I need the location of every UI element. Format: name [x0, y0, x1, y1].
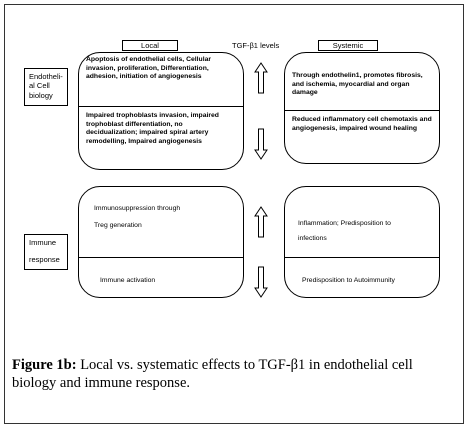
- tgf-levels-header: TGF-β1 levels: [232, 41, 280, 50]
- sys-endo-bottom-text: Reduced inflammatory cell chemotaxis and…: [292, 116, 432, 132]
- sys-imm-top-text-2: infections: [298, 235, 327, 242]
- systemic-endothelial-box: [284, 52, 440, 164]
- caption-label: Figure 1b:: [12, 357, 77, 373]
- up-arrow-icon: [254, 206, 268, 238]
- row-label-endothelial: Endotheli-al Cell biology: [24, 68, 68, 106]
- divider: [285, 110, 439, 111]
- local-endothelial-box: [78, 52, 244, 170]
- sys-imm-top-text-1: Inflammation; Predisposition to: [298, 220, 391, 227]
- local-imm-top-text-2: Treg generation: [94, 222, 142, 229]
- systemic-immune-box: [284, 186, 440, 298]
- divider: [79, 257, 243, 258]
- down-arrow-icon: [254, 266, 268, 298]
- immune-line1: Immune: [29, 238, 57, 247]
- local-immune-box: [78, 186, 244, 298]
- figure-caption: Figure 1b: Local vs. systematic effects …: [12, 356, 458, 392]
- sys-imm-bottom-text: Predisposition to Autoimmunity: [302, 277, 395, 284]
- local-imm-bottom-text: Immune activation: [100, 277, 156, 284]
- up-arrow-icon: [254, 62, 268, 94]
- down-arrow-icon: [254, 128, 268, 160]
- immune-line2: response: [29, 255, 60, 265]
- divider: [79, 106, 243, 107]
- local-imm-top-text-1: Immunosuppression through: [94, 205, 181, 212]
- local-endo-bottom-text: Impaired trophoblasts invasion, impaired…: [86, 112, 219, 146]
- local-endo-top-text: Apoptosis of endothelial cells, Cellular…: [86, 56, 212, 81]
- caption-text: Local vs. systematic effects to TGF-β1 i…: [12, 357, 413, 392]
- row-label-immune: Immune response: [24, 234, 68, 270]
- sys-endo-top-text: Through endothelin1, promotes fibrosis, …: [292, 72, 423, 97]
- systemic-header: Systemic: [318, 40, 378, 51]
- local-header: Local: [122, 40, 178, 51]
- divider: [285, 257, 439, 258]
